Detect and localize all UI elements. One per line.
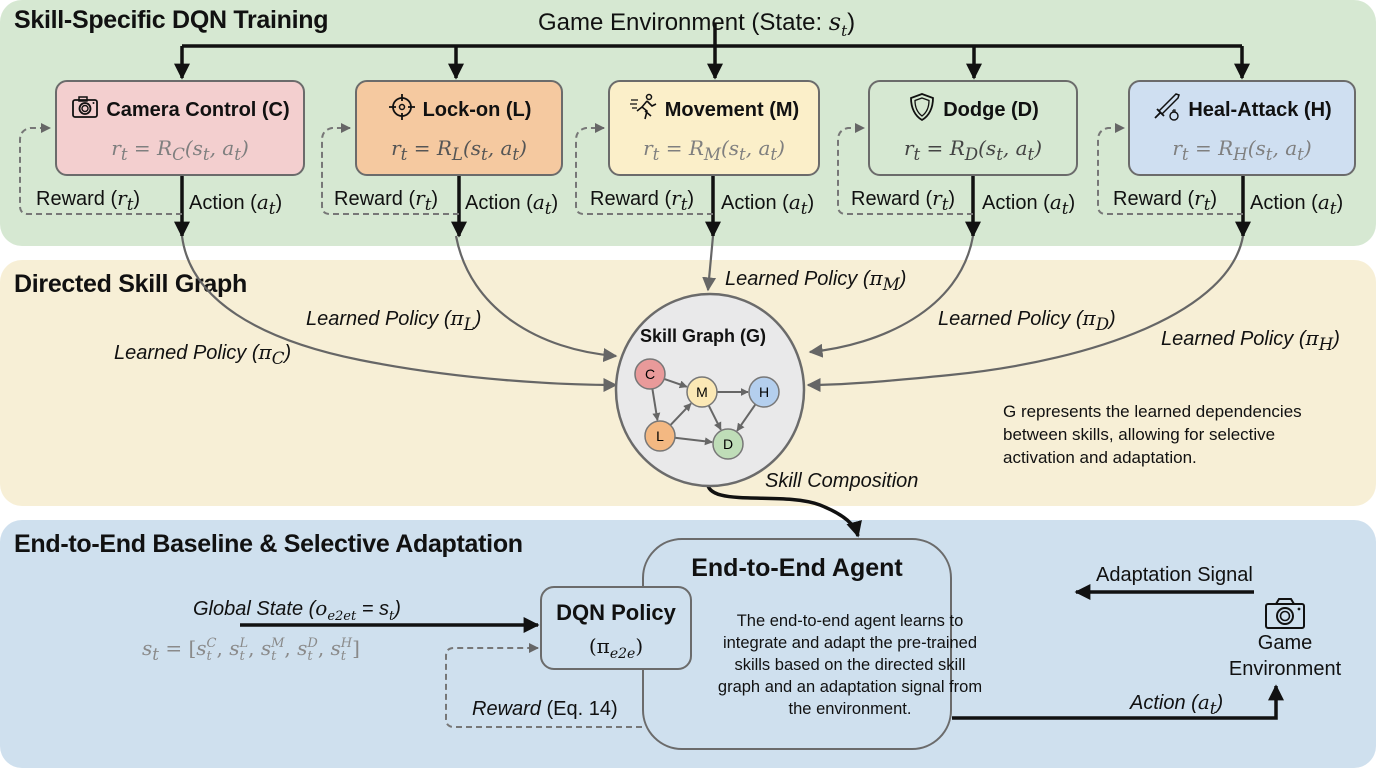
- panel-title-e2e: End-to-End Baseline & Selective Adaptati…: [14, 530, 523, 558]
- graph-node-label: L: [656, 428, 664, 444]
- reward-label-c: Reward (rt): [36, 186, 141, 214]
- action-e2e-label: Action (at): [1130, 690, 1224, 718]
- end-to-end-agent-box[interactable]: [642, 538, 952, 750]
- action-label-m: Action (at): [721, 190, 815, 218]
- reward-label-m: Reward (rt): [590, 186, 695, 214]
- policy-curve-c: [180, 235, 618, 392]
- camera-icon: [1263, 596, 1307, 635]
- policy-curve-d: [808, 235, 975, 358]
- graph-edge-C-L: [651, 388, 661, 421]
- graph-node-label: M: [696, 384, 708, 400]
- graph-node-label: C: [645, 366, 655, 382]
- skill-box-dodge[interactable]: Dodge (D) rt = RD(st, at): [868, 80, 1078, 176]
- reward-label-h: Reward (rt): [1113, 186, 1218, 214]
- reward-loop-m: [575, 123, 713, 215]
- skill-name: Camera Control (C): [106, 98, 290, 121]
- skill-composition-arrow: [705, 477, 862, 538]
- skill-box-heal-attack[interactable]: Heal-Attack (H) rt = RH(st, at): [1128, 80, 1356, 176]
- agent-title: End-to-End Agent: [691, 554, 903, 582]
- adaptation-signal-label: Adaptation Signal: [1096, 564, 1253, 586]
- skill-box-lock-on[interactable]: Lock-on (L) rt = RL(st, at): [355, 80, 563, 176]
- action-label-h: Action (at): [1250, 190, 1344, 218]
- reward-equation: rt = RM(st, at): [643, 136, 785, 164]
- dqn-policy-title: DQN Policy: [556, 600, 676, 625]
- graph-note: G represents the learned dependencies be…: [1003, 402, 1302, 467]
- reward-loop-d: [837, 123, 973, 215]
- skill-name: Heal-Attack (H): [1188, 98, 1332, 121]
- skill-graph-title: Skill Graph (G): [640, 326, 767, 346]
- shield-icon: [907, 92, 937, 128]
- reward-equation: rt = RC(st, at): [111, 136, 249, 164]
- game-environment-label: Game Environment: [1228, 632, 1342, 680]
- graph-node-label: H: [759, 384, 769, 400]
- policy-label-d: Learned Policy (πD): [938, 306, 1116, 334]
- game-environment-state-label: Game Environment (State: st): [538, 8, 856, 40]
- graph-edge-H-D: [736, 403, 757, 432]
- global-state-label: Global State (oe2et = st): [193, 596, 401, 624]
- reward-equation: rt = RH(st, at): [1172, 136, 1312, 164]
- policy-curve-m: [702, 235, 717, 292]
- action-to-env-arrow: [952, 684, 1284, 720]
- policy-curve-h: [806, 235, 1245, 392]
- reward-equation: rt = RL(st, at): [391, 136, 527, 164]
- reward-loop-e2e: [445, 643, 642, 728]
- sword-potion-icon: [1152, 92, 1182, 128]
- skill-graph[interactable]: C M H L D: [612, 292, 812, 492]
- graph-node-C[interactable]: [634, 358, 666, 390]
- running-person-icon: [629, 92, 659, 128]
- reward-label-l: Reward (rt): [334, 186, 439, 214]
- crosshair-icon: [387, 92, 417, 128]
- reward-loop-h: [1097, 123, 1243, 215]
- reward-e2e-label: Reward (Eq. 14): [472, 698, 618, 720]
- graph-node-label: D: [723, 436, 733, 452]
- skill-box-movement[interactable]: Movement (M) rt = RM(st, at): [608, 80, 820, 176]
- reward-loop-l: [321, 123, 459, 215]
- graph-edge-L-D: [674, 436, 713, 446]
- panel-title-training: Skill-Specific DQN Training: [14, 6, 329, 34]
- skill-composition-label: Skill Composition: [765, 470, 919, 492]
- skill-name: Movement (M): [664, 98, 800, 121]
- policy-label-c: Learned Policy (πC): [114, 340, 292, 368]
- graph-node-H[interactable]: [748, 376, 780, 408]
- panel-title-graph: Directed Skill Graph: [14, 270, 247, 298]
- graph-node-L[interactable]: [644, 420, 676, 452]
- skill-name: Dodge (D): [943, 98, 1039, 121]
- graph-node-D[interactable]: [712, 428, 744, 460]
- action-label-l: Action (at): [465, 190, 559, 218]
- skill-name: Lock-on (L): [422, 98, 532, 121]
- camera-icon: [70, 92, 100, 128]
- graph-node-M[interactable]: [686, 376, 718, 408]
- action-label-c: Action (at): [189, 190, 283, 218]
- dqn-policy-symbol: (πe2e): [588, 634, 644, 662]
- reward-label-d: Reward (rt): [851, 186, 956, 214]
- skill-box-camera-control[interactable]: Camera Control (C) rt = RC(st, at): [55, 80, 305, 176]
- policy-label-h: Learned Policy (πH): [1161, 326, 1340, 354]
- graph-edge-M-D: [707, 404, 722, 431]
- dqn-policy-box[interactable]: [540, 586, 692, 670]
- policy-curve-l: [454, 235, 618, 362]
- graph-edge-L-M: [669, 402, 692, 426]
- policy-label-m: Learned Policy (πM): [725, 266, 907, 294]
- policy-label-l: Learned Policy (πL): [306, 306, 482, 334]
- reward-equation: rt = RD(st, at): [903, 136, 1043, 164]
- action-label-d: Action (at): [982, 190, 1076, 218]
- agent-description: The end-to-end agent learns to integrate…: [717, 612, 983, 718]
- graph-edge-C-M: [663, 377, 688, 389]
- reward-loop-c: [19, 123, 182, 215]
